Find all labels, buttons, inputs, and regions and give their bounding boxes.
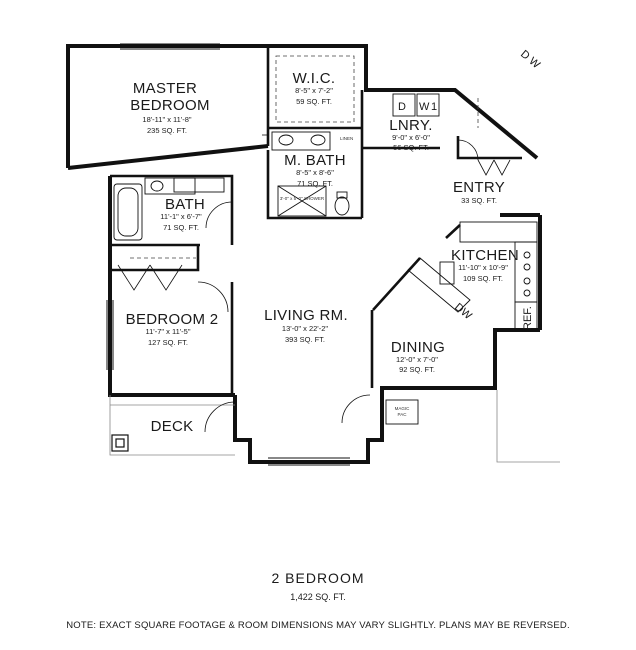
kitchen-sqft: 109 SQ. FT. (463, 274, 503, 283)
deck-label: DECK (151, 418, 194, 435)
bedroom2-dims: 11'-7" x 11'-5" (145, 327, 190, 336)
laundry-dims: 9'-0" x 6'-0" (392, 133, 430, 142)
living-room-label: LIVING RM. (264, 307, 348, 324)
magic-pac-label-2: PAC (398, 412, 408, 417)
interior-walls (110, 46, 522, 395)
dryer-label: D (398, 101, 406, 113)
kitchen-dims: 11'-10" x 10'-9" (458, 263, 508, 272)
dining-sqft: 92 SQ. FT. (399, 365, 435, 374)
floor-plan: MASTER BEDROOM 18'-11" x 11'-8" 235 SQ. … (66, 43, 560, 466)
master-bedroom-label-2: BEDROOM (130, 97, 210, 114)
master-bath-label: M. BATH (284, 152, 346, 169)
plan-total-sqft: 1,422 SQ. FT. (290, 592, 346, 602)
bath-sqft: 71 SQ. FT. (163, 223, 199, 232)
wic-dims: 8'-5" x 7'-2" (295, 86, 333, 95)
closet-lines (130, 55, 479, 259)
master-bedroom-dims: 18'-11" x 11'-8" (142, 115, 192, 124)
plan-note: NOTE: EXACT SQUARE FOOTAGE & ROOM DIMENS… (66, 620, 570, 631)
plan-title: 2 BEDROOM (271, 570, 365, 586)
shower-label: 3'-0" x 5'-0" SHOWER (280, 196, 325, 201)
bedroom2-sqft: 127 SQ. FT. (148, 338, 188, 347)
master-bath-sqft: 71 SQ. FT. (297, 179, 333, 188)
corridor-label: D W (518, 48, 543, 71)
kitchen-fixtures (407, 221, 538, 331)
entry-label: ENTRY (453, 179, 505, 196)
dishwasher-label: DW (452, 301, 474, 322)
washer-label: W (419, 101, 430, 113)
master-bedroom-label: MASTER (133, 80, 197, 97)
laundry-label: LNRY. (389, 117, 432, 134)
linen-label: LINEN (340, 136, 353, 141)
windows (106, 43, 350, 466)
wic-label: W.I.C. (293, 70, 336, 87)
refrigerator-label: REF. (522, 306, 534, 330)
wic-sqft: 59 SQ. FT. (296, 97, 332, 106)
magic-pac (385, 399, 419, 425)
living-room-dims: 13'-0" x 22'-2" (282, 324, 328, 333)
dining-label: DINING (391, 339, 445, 356)
bedroom2-label: BEDROOM 2 (126, 311, 219, 328)
bath-label: BATH (165, 196, 205, 213)
master-bedroom-sqft: 235 SQ. FT. (147, 126, 187, 135)
deck-outline (109, 390, 560, 463)
doors (117, 134, 511, 433)
washer-num: 1 (431, 101, 437, 113)
master-bath-dims: 8'-5" x 8'-6" (296, 168, 334, 177)
deck-post (111, 434, 129, 452)
kitchen-label: KITCHEN (451, 247, 519, 264)
laundry-sqft: 56 SQ. FT. (393, 143, 429, 152)
entry-sqft: 33 SQ. FT. (461, 196, 497, 205)
dining-dims: 12'-0" x 7'-0" (396, 355, 438, 364)
living-room-sqft: 393 SQ. FT. (285, 335, 325, 344)
bath-fixtures (113, 93, 440, 241)
magic-pac-label-1: MAGIC (395, 406, 411, 411)
bath-dims: 11'-1" x 6'-7" (160, 212, 202, 221)
